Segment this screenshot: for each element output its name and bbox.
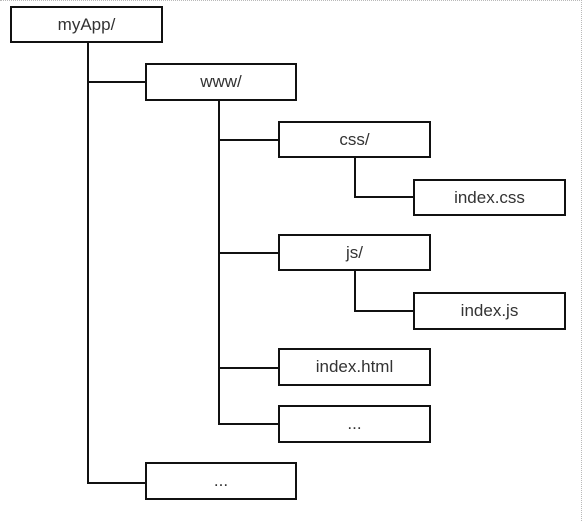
node-js-folder: js/ <box>278 234 431 271</box>
node-label: myApp/ <box>57 14 116 34</box>
node-www-more: ... <box>278 405 431 443</box>
node-label: www/ <box>200 72 242 91</box>
frame-top-border <box>0 0 582 1</box>
node-index-html-file: index.html <box>278 348 431 386</box>
node-css-folder: css/ <box>278 121 431 158</box>
node-label: index.html <box>315 357 394 376</box>
node-label: js/ <box>346 242 363 262</box>
node-index-css-file: index.css <box>413 179 566 216</box>
connector-root-children <box>87 42 146 484</box>
node-myapp-folder: myApp/ <box>10 6 163 43</box>
node-label: ... <box>347 414 362 433</box>
connector-css-child <box>354 158 414 198</box>
node-label: css/ <box>339 129 370 149</box>
connector-js-child <box>354 271 414 312</box>
node-www-folder: www/ <box>145 63 297 101</box>
node-root-more: ... <box>145 462 297 500</box>
connector-www-children <box>218 101 279 425</box>
node-label: index.css <box>454 187 525 207</box>
node-label: ... <box>213 471 229 490</box>
node-label: index.js <box>460 301 519 320</box>
node-index-js-file: index.js <box>413 292 566 330</box>
